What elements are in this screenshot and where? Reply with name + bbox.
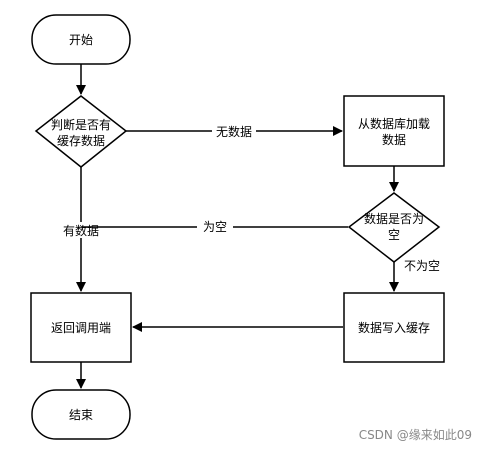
node-write-cache-label: 数据写入缓存 — [358, 320, 430, 335]
node-check-cache-decision: 判断是否有 缓存数据 — [34, 95, 128, 168]
edge-label-is-empty: 为空 — [203, 220, 227, 234]
node-load-db-label-1: 从数据库加载 — [358, 116, 430, 131]
edge-label-has-data: 有数据 — [63, 223, 99, 238]
node-load-db-label-2: 数据 — [382, 132, 406, 147]
node-check-cache-label-2: 缓存数据 — [57, 133, 105, 148]
watermark: CSDN @缘来如此09 — [359, 427, 472, 442]
node-check-empty-decision: 数据是否为 空 — [347, 192, 441, 263]
node-return-caller: 返回调用端 — [30, 292, 132, 363]
node-start-label: 开始 — [69, 33, 93, 47]
node-end: 结束 — [31, 389, 131, 440]
node-write-cache: 数据写入缓存 — [343, 292, 445, 363]
node-return-caller-label: 返回调用端 — [51, 321, 111, 335]
edge-label-no-data: 无数据 — [216, 124, 252, 139]
node-check-empty-label-2: 空 — [388, 228, 400, 242]
edge-label-not-empty: 不为空 — [404, 259, 440, 273]
node-check-empty-label-1: 数据是否为 — [364, 211, 424, 226]
node-end-label: 结束 — [69, 408, 93, 422]
node-check-cache-label-1: 判断是否有 — [51, 117, 111, 132]
node-load-db: 从数据库加载 数据 — [343, 95, 445, 167]
node-start: 开始 — [31, 14, 131, 65]
